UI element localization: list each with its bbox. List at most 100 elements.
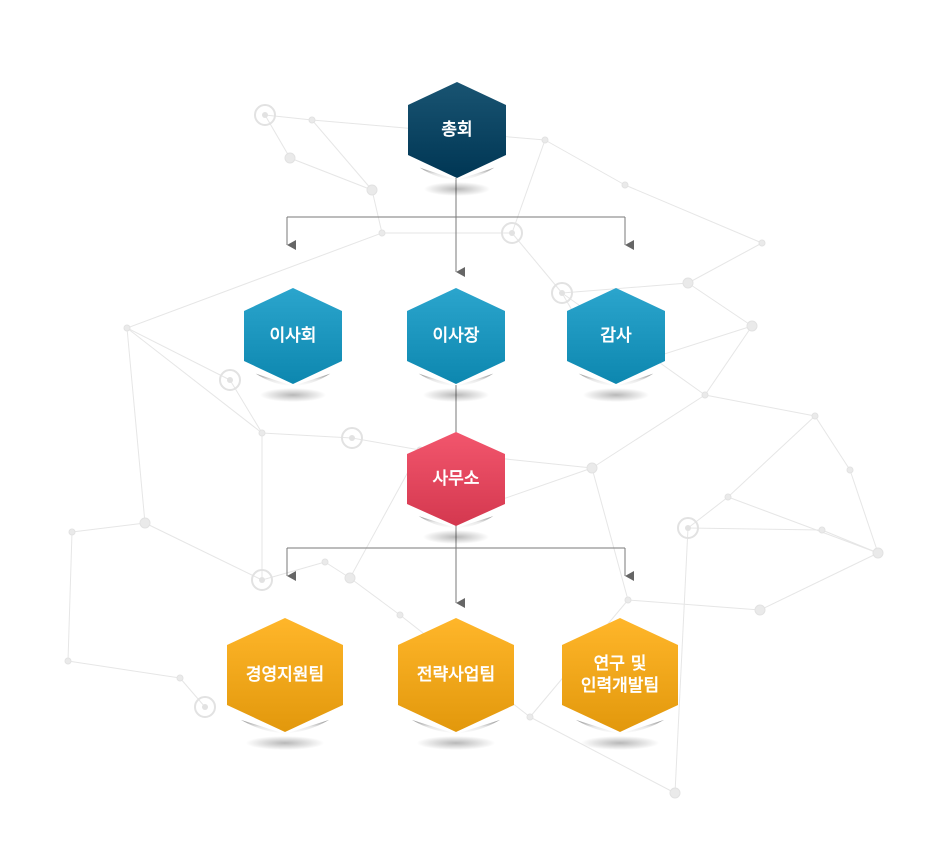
network-node <box>811 412 819 420</box>
network-node <box>746 320 758 332</box>
network-node <box>194 696 216 718</box>
network-node <box>321 558 329 566</box>
network-node-core <box>509 230 515 236</box>
network-line <box>529 716 676 794</box>
network-node <box>258 429 266 437</box>
network-line <box>289 157 373 191</box>
network-line <box>371 189 383 234</box>
network-node <box>669 787 681 799</box>
network-line <box>704 325 753 396</box>
network-line <box>264 114 291 159</box>
network-line <box>126 327 146 524</box>
network-node <box>677 517 699 539</box>
node-research-team[interactable]: 연구 및 인력개발팀 <box>562 618 678 750</box>
hexagon-shape <box>398 618 514 750</box>
network-node <box>621 181 629 189</box>
node-board-label: 이사회 <box>269 326 317 346</box>
network-node <box>396 611 404 619</box>
node-management-team-label: 경영지원팀 <box>245 665 325 685</box>
network-line <box>561 282 689 294</box>
network-line <box>126 232 383 329</box>
network-node <box>139 517 151 529</box>
network-node <box>176 674 184 682</box>
network-line <box>814 415 851 471</box>
network-node <box>344 572 356 584</box>
network-node <box>872 547 884 559</box>
network-node <box>284 152 296 164</box>
node-research-team-label: 연구 및 인력개발팀 <box>580 654 660 696</box>
network-node <box>68 528 76 536</box>
hexagon-shape <box>407 432 505 544</box>
network-line <box>349 577 401 616</box>
network-node <box>254 104 276 126</box>
network-node-core <box>259 577 265 583</box>
network-line <box>687 527 823 531</box>
network-line <box>144 522 263 581</box>
network-node <box>123 324 131 332</box>
network-node <box>758 239 766 247</box>
network-line <box>544 139 626 186</box>
network-node <box>219 369 241 391</box>
network-line <box>261 432 353 439</box>
network-node <box>701 391 709 399</box>
network-node <box>501 222 523 244</box>
network-line <box>687 282 753 327</box>
hexagon-shape <box>227 618 343 750</box>
network-line <box>351 437 421 451</box>
network-line <box>126 327 231 381</box>
network-node <box>251 569 273 591</box>
network-line <box>624 184 763 244</box>
network-node <box>624 596 632 604</box>
network-node <box>682 277 694 289</box>
node-chairman[interactable]: 이사장 <box>407 288 505 402</box>
network-node <box>341 427 363 449</box>
node-assembly[interactable]: 총회 <box>408 82 506 196</box>
network-line <box>627 599 761 611</box>
network-node <box>586 462 598 474</box>
network-line <box>126 327 263 434</box>
network-node <box>64 657 72 665</box>
network-node <box>551 282 573 304</box>
hexagon-shape <box>244 288 342 402</box>
network-node-core <box>685 525 691 531</box>
network-node-core <box>202 704 208 710</box>
network-line <box>674 527 689 794</box>
network-line <box>727 415 816 498</box>
network-line <box>67 660 181 679</box>
network-node-core <box>262 112 268 118</box>
network-node <box>366 184 378 196</box>
node-strategy-team[interactable]: 전략사업팀 <box>398 618 514 750</box>
node-assembly-label: 총회 <box>441 120 473 140</box>
network-node <box>724 493 732 501</box>
network-line <box>849 469 879 554</box>
network-node-core <box>559 290 565 296</box>
network-line <box>687 242 763 284</box>
node-auditor-label: 감사 <box>600 326 632 346</box>
hexagon-shape <box>562 618 678 750</box>
node-office[interactable]: 사무소 <box>407 432 505 544</box>
network-line <box>727 496 879 554</box>
network-node <box>526 713 534 721</box>
network-line <box>759 552 879 611</box>
network-node-core <box>227 377 233 383</box>
network-node <box>754 604 766 616</box>
hexagon-shape <box>567 288 665 402</box>
network-line <box>67 531 73 662</box>
network-node-core <box>349 435 355 441</box>
network-line <box>311 119 373 191</box>
network-line <box>591 467 629 601</box>
node-strategy-team-label: 전략사업팀 <box>416 665 496 685</box>
network-line <box>499 467 593 501</box>
node-board[interactable]: 이사회 <box>244 288 342 402</box>
node-office-label: 사무소 <box>432 469 480 489</box>
network-line <box>264 114 313 121</box>
network-node <box>541 136 549 144</box>
hexagon-shape <box>408 82 506 196</box>
node-chairman-label: 이사장 <box>432 326 480 346</box>
network-line <box>704 394 816 417</box>
network-node <box>846 466 854 474</box>
network-node <box>818 526 826 534</box>
node-auditor[interactable]: 감사 <box>567 288 665 402</box>
node-management-team[interactable]: 경영지원팀 <box>227 618 343 750</box>
network-line <box>591 394 706 469</box>
